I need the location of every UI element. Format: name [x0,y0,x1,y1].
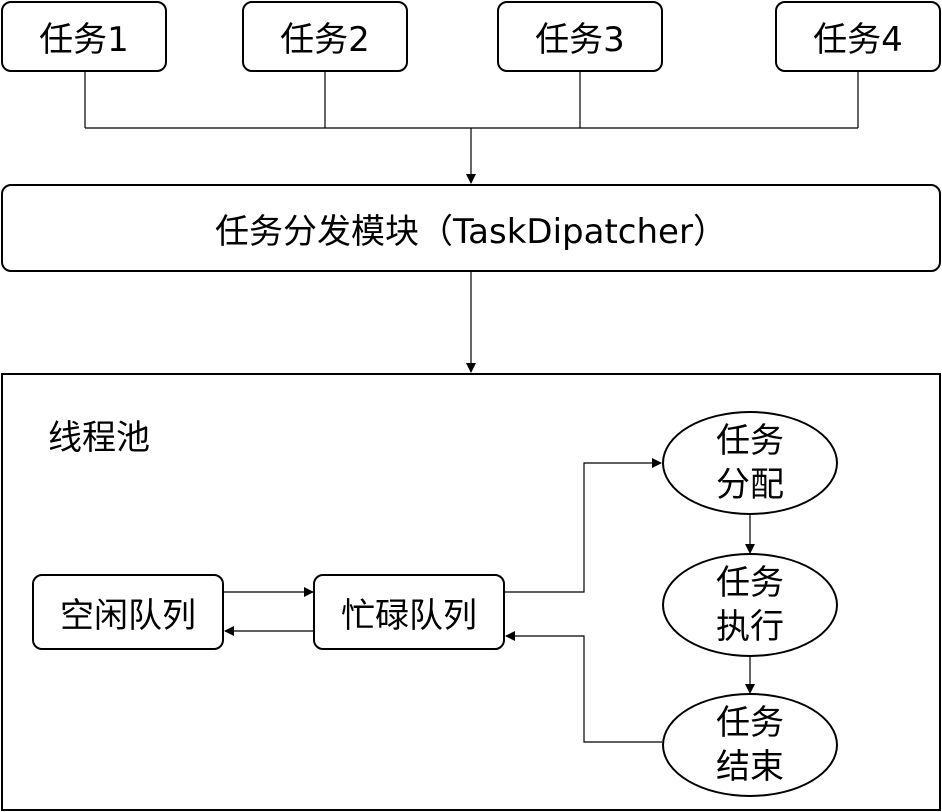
task-box-4: 任务4 [775,1,941,72]
busy-queue-box: 忙碌队列 [313,574,505,650]
task-label: 任务3 [535,20,625,60]
thread-pool-title: 线程池 [48,418,150,458]
node-label-line2: 执行 [716,607,784,647]
idle-queue-label: 空闲队列 [60,595,196,636]
task-box-2: 任务2 [242,1,408,72]
node-label-line2: 分配 [716,465,784,505]
task-label: 任务2 [280,20,370,60]
task-box-1: 任务1 [1,1,167,72]
task-dispatcher-box: 任务分发模块（TaskDipatcher） [1,184,941,272]
thread-pool-container [1,373,941,811]
node-label-line1: 任务 [716,563,784,603]
busy-to-allocate-arrow [505,458,662,593]
busy-queue-label: 忙碌队列 [341,595,477,636]
task-dispatcher-label: 任务分发模块（TaskDipatcher） [215,211,727,252]
task-label: 任务1 [39,20,129,60]
task-end-node: 任务 结束 [662,693,838,797]
node-label-line2: 结束 [716,747,784,787]
end-to-busy-arrow [505,631,662,743]
task-box-3: 任务3 [497,1,663,72]
task-execute-node: 任务 执行 [662,553,838,657]
idle-queue-box: 空闲队列 [32,574,224,650]
node-label-line1: 任务 [716,421,784,461]
task-allocate-node: 任务 分配 [662,411,838,515]
task-label: 任务4 [813,20,903,60]
node-label-line1: 任务 [716,703,784,743]
